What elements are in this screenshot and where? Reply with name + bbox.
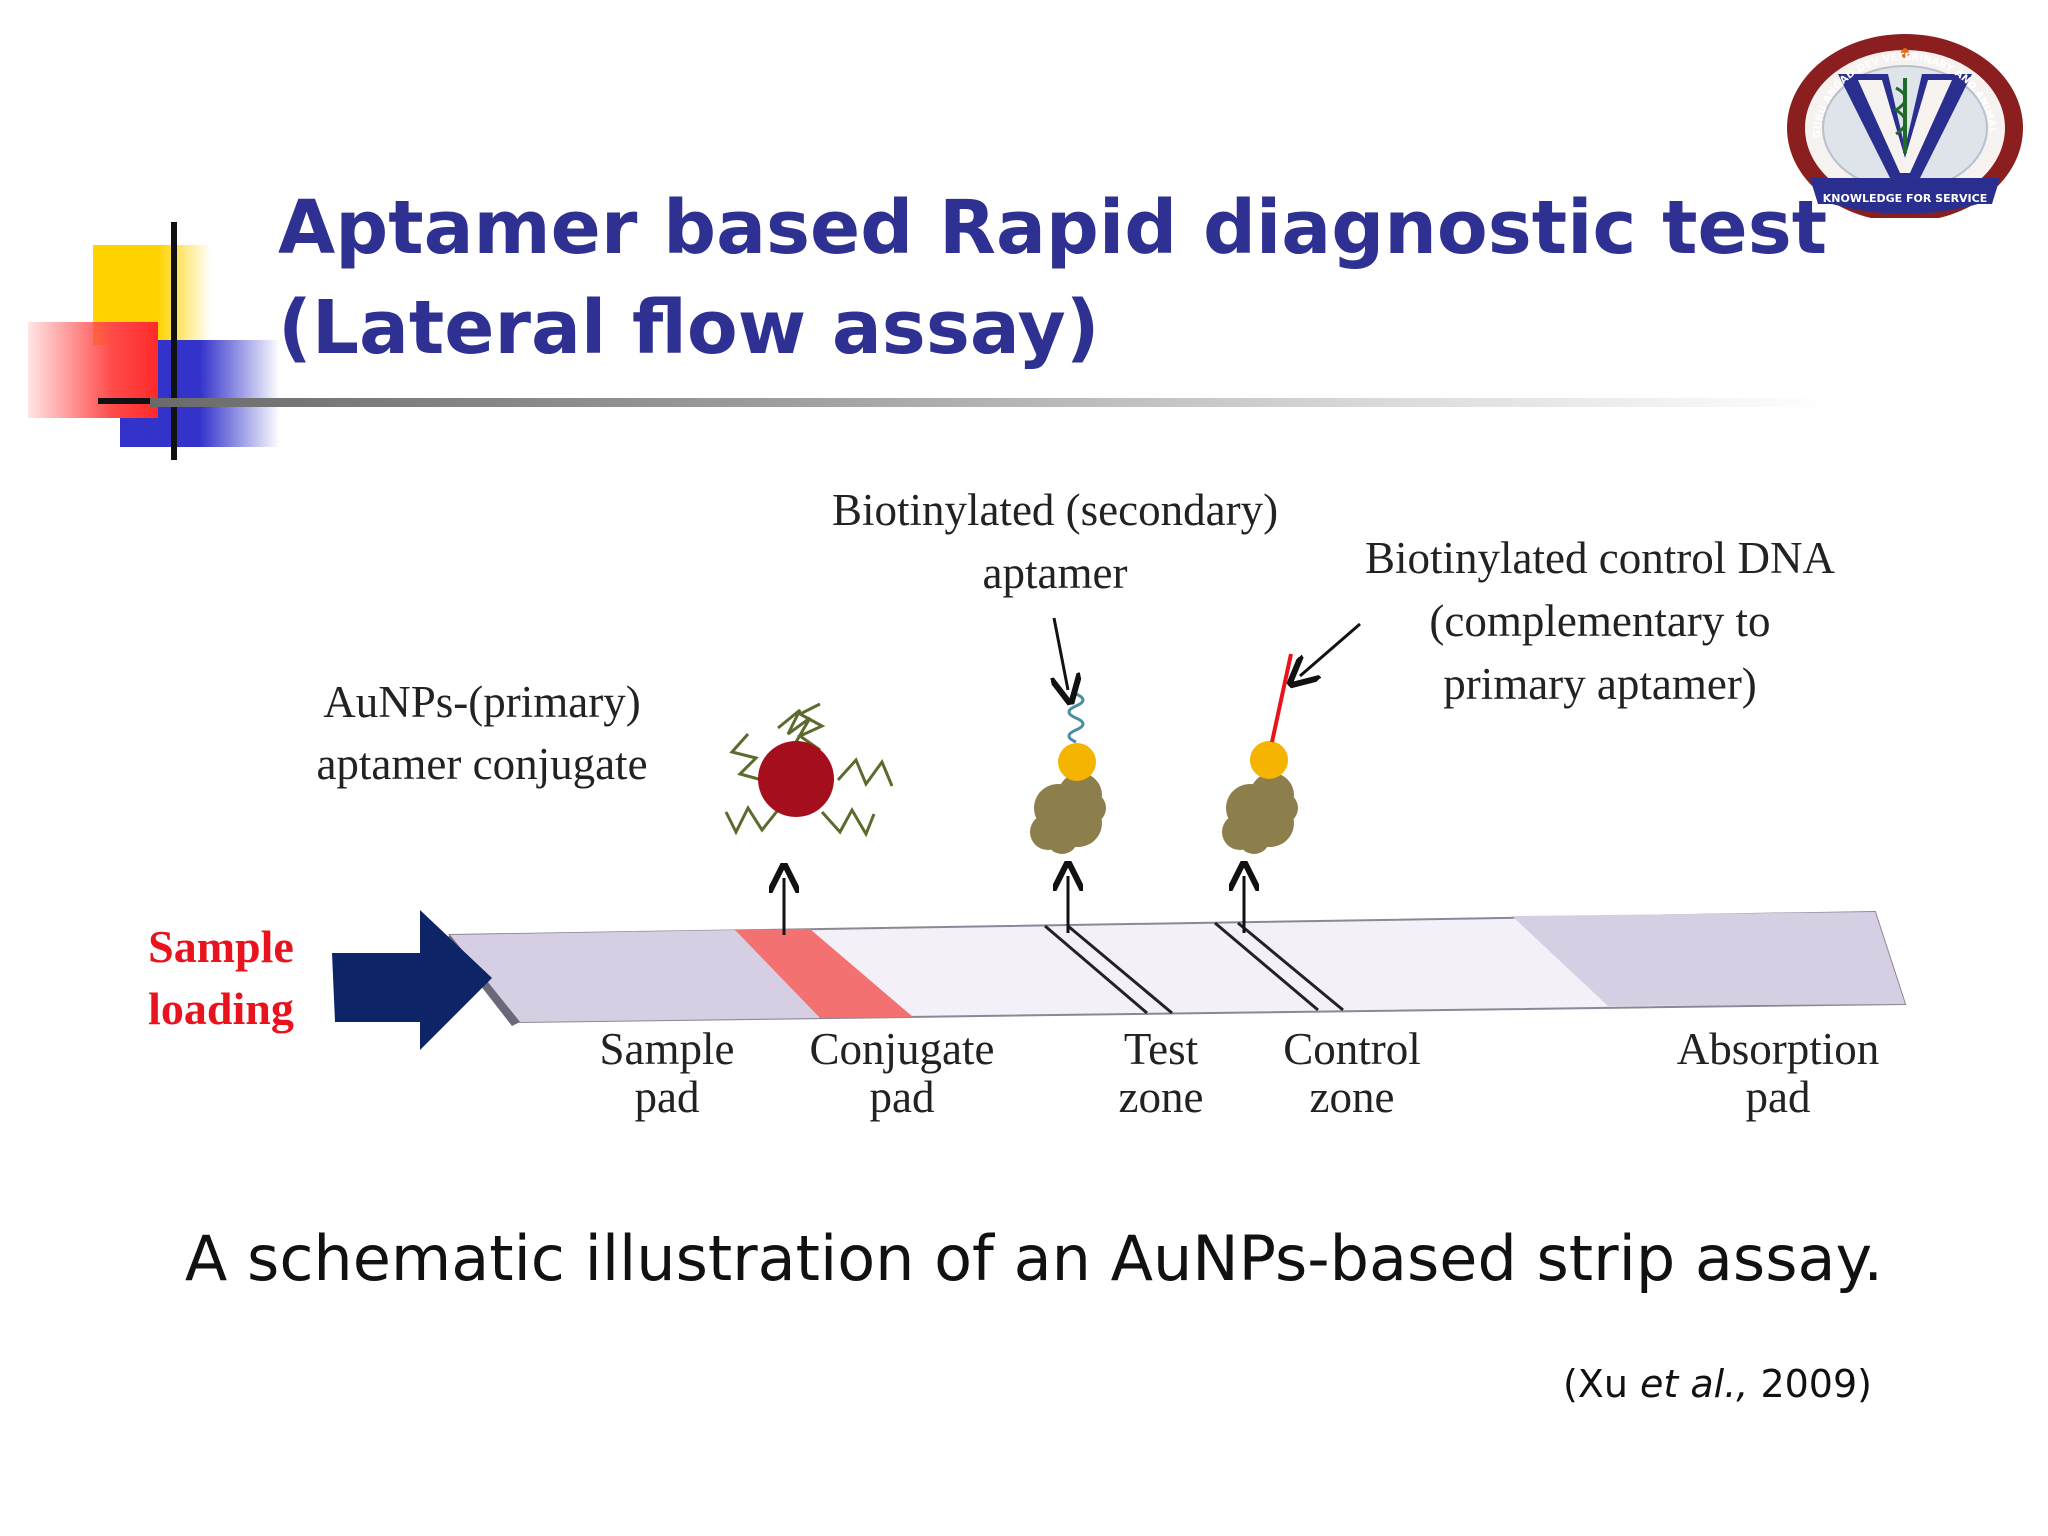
sample-pad-shape: [450, 930, 820, 1022]
gold-nanoparticle: [758, 741, 834, 817]
secondary-aptamer-label-2: aptamer: [983, 548, 1128, 598]
logo-motto: KNOWLEDGE FOR SERVICE: [1823, 192, 1988, 205]
control-dna-label-3: primary aptamer): [1443, 659, 1757, 709]
sample-loading-label-1: Sample: [148, 921, 294, 972]
decor-vertical-line: [171, 222, 177, 460]
secondary-aptamer-label-1: Biotinylated (secondary): [832, 485, 1278, 535]
absorption-pad-label-1: Absorption: [1677, 1024, 1880, 1074]
control-zone-label-1: Control: [1283, 1024, 1421, 1074]
sample-loading-label-2: loading: [148, 983, 294, 1034]
sample-pad-label-1: Sample: [600, 1024, 735, 1074]
aunp-aptamer-conjugate: [724, 702, 894, 838]
control-zone-protein: [1222, 773, 1298, 854]
pointer-arrows: [784, 617, 1361, 935]
citation: (Xu et al., 2009): [1563, 1362, 1872, 1406]
absorption-pad-label-2: pad: [1746, 1072, 1811, 1122]
control-dna-strand: [1270, 653, 1293, 743]
sample-pad-label-2: pad: [635, 1072, 700, 1122]
test-zone-lines: [1044, 924, 1173, 1015]
figure-caption: A schematic illustration of an AuNPs-bas…: [184, 1222, 1884, 1295]
test-zone-biotin: [1058, 743, 1096, 781]
secondary-aptamer-strand: [1067, 692, 1085, 744]
title-underline: [150, 398, 1830, 407]
university-logo: GURU ANGAD DEV VETERINARY AND ANIMAL SCI…: [1770, 18, 2023, 218]
conjugate-pad-label-1: Conjugate: [810, 1024, 995, 1074]
conjugate-pad-label-2: pad: [870, 1072, 935, 1122]
page-title: Aptamer based Rapid diagnostic test (Lat…: [278, 178, 1828, 378]
citation-italic: et al.,: [1640, 1362, 1749, 1406]
control-zone-lines: [1214, 921, 1344, 1012]
control-zone-label-2: zone: [1310, 1072, 1395, 1122]
test-zone-label-1: Test: [1124, 1024, 1199, 1074]
test-zone-label-2: zone: [1119, 1072, 1204, 1122]
conjugate-label-1: AuNPs-(primary): [323, 677, 640, 727]
title-line-1: Aptamer based Rapid diagnostic test: [278, 185, 1828, 271]
control-dna-label-1: Biotinylated control DNA: [1365, 533, 1835, 583]
control-dna-label-2: (complementary to: [1429, 596, 1770, 646]
control-zone-biotin: [1250, 741, 1288, 779]
sample-loading-arrow: [332, 910, 492, 1050]
title-line-2: (Lateral flow assay): [278, 285, 1100, 371]
test-zone-protein: [1030, 773, 1106, 854]
conjugate-band-shape: [735, 929, 913, 1018]
citation-open: (Xu: [1562, 1362, 1641, 1406]
absorption-pad-shape: [1512, 912, 1905, 1006]
citation-close: 2009): [1748, 1362, 1872, 1406]
conjugate-label-2: aptamer conjugate: [316, 739, 647, 789]
